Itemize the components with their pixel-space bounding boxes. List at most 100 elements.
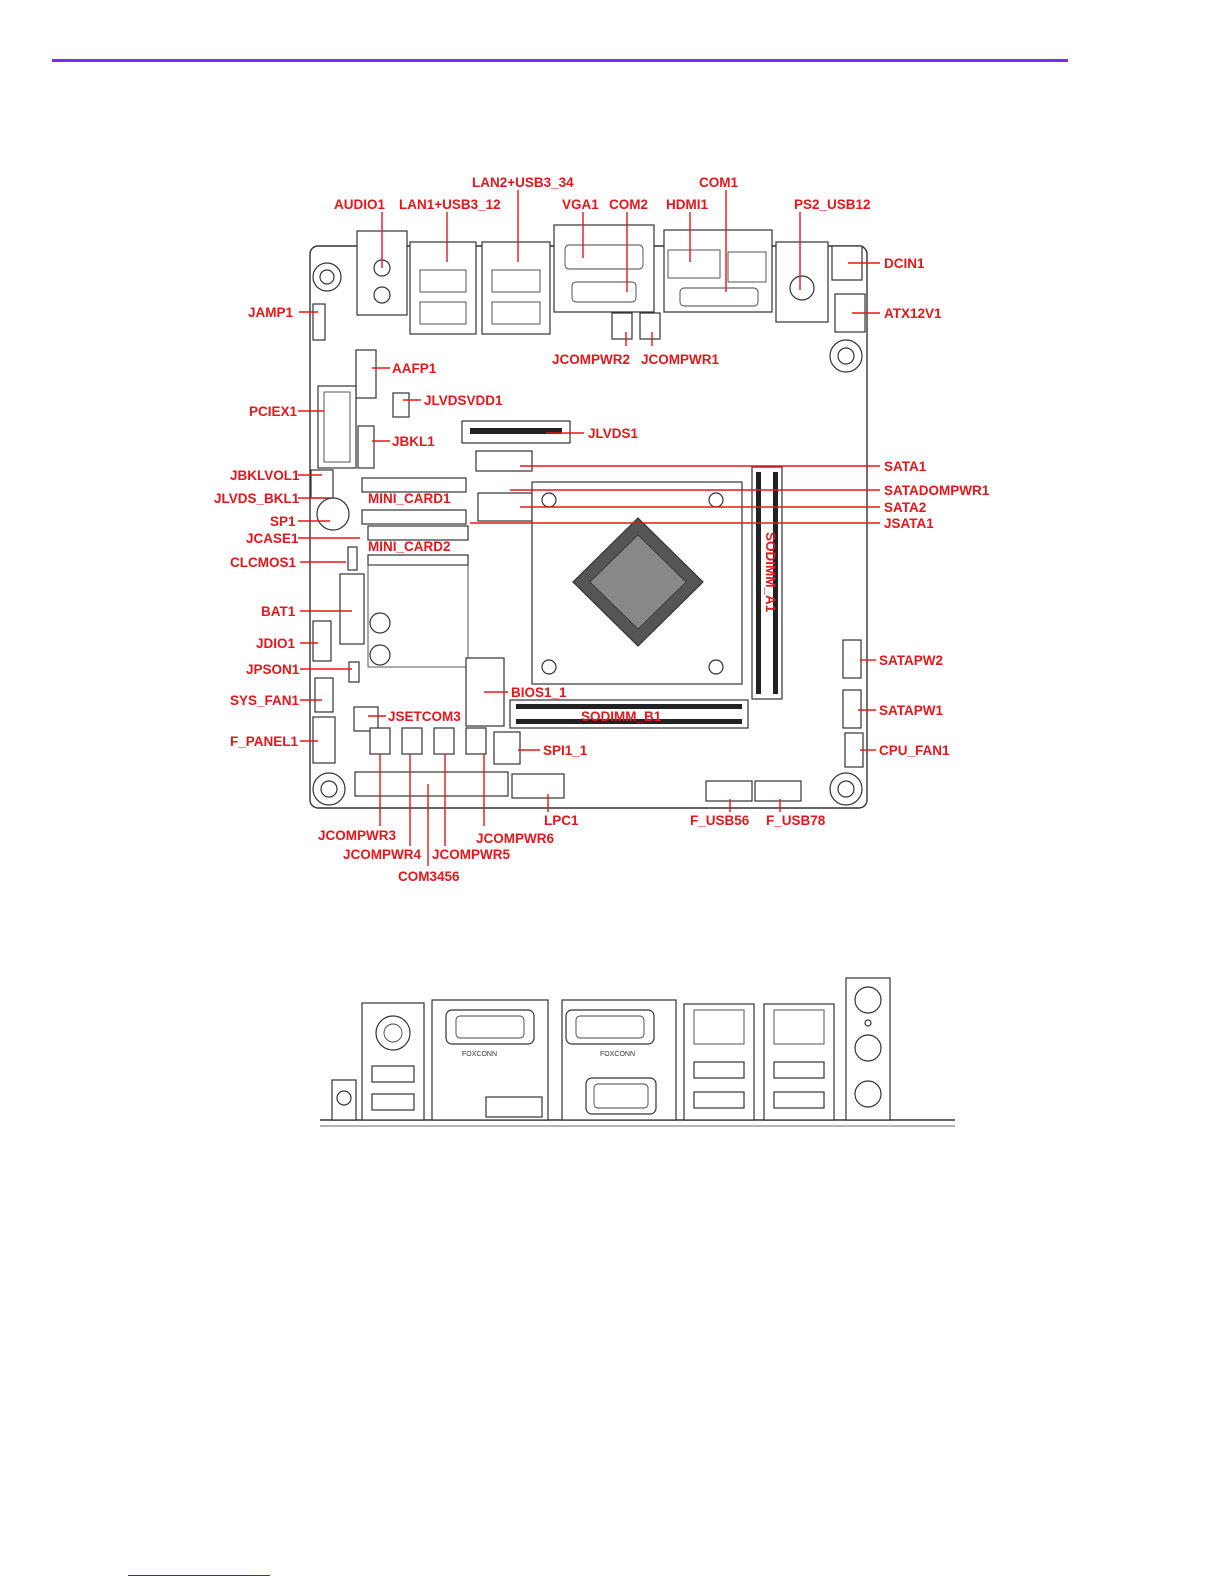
label-satapw1: SATAPW1 [879, 703, 943, 718]
leader-lines [298, 190, 880, 866]
label-jcompwr5: JCOMPWR5 [432, 847, 510, 862]
label-bios1-1: BIOS1_1 [511, 685, 567, 700]
label-sata2: SATA2 [884, 500, 926, 515]
mini-card1-slot [361, 477, 467, 525]
jsetcom3-header [353, 706, 379, 732]
mounting-hole [829, 772, 863, 806]
label-jpson1: JPSON1 [246, 662, 300, 677]
compwr-headers-top [611, 312, 661, 340]
label-jdio1: JDIO1 [256, 636, 296, 651]
label-jlvds1: JLVDS1 [588, 426, 639, 441]
label-jcompwr4: JCOMPWR4 [343, 847, 421, 862]
label-spi1-1: SPI1_1 [543, 743, 588, 758]
cpu-chip [572, 517, 704, 647]
label-lan1-usb3-12: LAN1+USB3_12 [399, 197, 501, 212]
label-jsetcom3: JSETCOM3 [388, 709, 461, 724]
header-rule [52, 59, 1068, 62]
lan-usb-stack-2 [763, 1003, 835, 1121]
foxconn-mark-left: FOXCONN [462, 1051, 497, 1058]
label-cpu-fan1: CPU_FAN1 [879, 743, 950, 758]
com3456-header [354, 771, 509, 797]
label-vga1: VGA1 [562, 197, 599, 212]
label-com1: COM1 [699, 175, 738, 190]
label-ps2-usb12: PS2_USB12 [794, 197, 871, 212]
label-lpc1: LPC1 [544, 813, 579, 828]
label-mini-card1: MINI_CARD1 [368, 491, 451, 506]
mounting-hole [312, 772, 346, 806]
lan-usb-stack-1 [683, 1003, 755, 1121]
label-jcompwr3: JCOMPWR3 [318, 828, 396, 843]
sys-fan1-header [314, 677, 334, 713]
footer-rule [128, 1575, 270, 1576]
battery-standoffs [369, 612, 391, 666]
jamp1-header [312, 303, 326, 341]
jdio1-header [312, 620, 332, 662]
label-sodimm-a1: SODIMM_A1 [763, 532, 778, 613]
sata1-connector [475, 450, 533, 472]
jlvds1-connector [461, 420, 571, 444]
foxconn-mark-right: FOXCONN [600, 1051, 635, 1058]
ps2-usb-stack [361, 1002, 425, 1121]
label-f-usb78: F_USB78 [766, 813, 826, 828]
label-satadompwr1: SATADOMPWR1 [884, 483, 990, 498]
component-labels: LAN2+USB3_34 COM1 AUDIO1 LAN1+USB3_12 VG… [214, 175, 990, 884]
label-jbkl1: JBKL1 [392, 434, 435, 449]
label-clcmos1: CLCMOS1 [230, 555, 296, 570]
spi1-1-header [493, 731, 521, 765]
satapw2-header [842, 639, 862, 679]
label-com3456: COM3456 [398, 869, 460, 884]
jcompwr-bottom-headers [369, 727, 487, 755]
dc-jack [331, 1079, 357, 1121]
label-satapw2: SATAPW2 [879, 653, 943, 668]
lan1-block [409, 241, 477, 335]
label-mini-card2: MINI_CARD2 [368, 539, 451, 554]
label-jamp1: JAMP1 [248, 305, 294, 320]
buzzer-sp1 [316, 497, 350, 531]
label-atx12v1: ATX12V1 [884, 306, 942, 321]
label-f-usb56: F_USB56 [690, 813, 750, 828]
mounting-hole [829, 339, 863, 373]
label-jsata1: JSATA1 [884, 516, 934, 531]
f-usb78-header [754, 780, 802, 802]
rear-io-panel: FOXCONN FOXCONN [320, 977, 955, 1127]
satapw1-header [842, 689, 862, 729]
audio-jack-stack [845, 977, 891, 1121]
sodimm-a1-socket [751, 466, 783, 700]
vga-com-block [553, 224, 655, 313]
jlvdsvdd1-header [392, 392, 410, 418]
mounting-hole [312, 262, 342, 292]
pciex1-slot [317, 385, 357, 469]
label-f-panel1: F_PANEL1 [230, 734, 299, 749]
clcmos1-header [347, 546, 358, 571]
aafp1-header [355, 349, 377, 399]
f-panel1-header [312, 716, 336, 764]
label-sodimm-b1: SODIMM_B1 [581, 709, 662, 724]
ps2-usb-block [775, 241, 829, 323]
label-pciex1: PCIEX1 [249, 404, 298, 419]
label-bat1: BAT1 [261, 604, 296, 619]
hdmi-com1-block [663, 229, 773, 313]
jbklvol1-header [310, 469, 334, 499]
lpc1-header [511, 773, 565, 799]
label-jcompwr1: JCOMPWR1 [641, 352, 719, 367]
label-hdmi1: HDMI1 [666, 197, 708, 212]
com-vga-stack: FOXCONN [561, 999, 677, 1121]
jpson1-header [348, 661, 360, 683]
label-com2: COM2 [609, 197, 648, 212]
com-hdmi-stack: FOXCONN [431, 999, 549, 1121]
label-sp1: SP1 [270, 514, 296, 529]
label-lan2-usb3-34: LAN2+USB3_34 [472, 175, 574, 190]
label-jcase1: JCASE1 [246, 531, 299, 546]
label-sys-fan1: SYS_FAN1 [230, 693, 300, 708]
f-usb56-header [705, 780, 753, 802]
label-audio1: AUDIO1 [334, 197, 385, 212]
label-jbklvol1: JBKLVOL1 [230, 468, 300, 483]
label-jcompwr2: JCOMPWR2 [552, 352, 630, 367]
label-jcompwr6: JCOMPWR6 [476, 831, 554, 846]
label-dcin1: DCIN1 [884, 256, 925, 271]
jbkl1-header [357, 425, 375, 469]
sodimm-b1-socket [509, 699, 749, 729]
mini-card2-slot [367, 525, 469, 668]
label-jlvds-bkl1: JLVDS_BKL1 [214, 491, 300, 506]
